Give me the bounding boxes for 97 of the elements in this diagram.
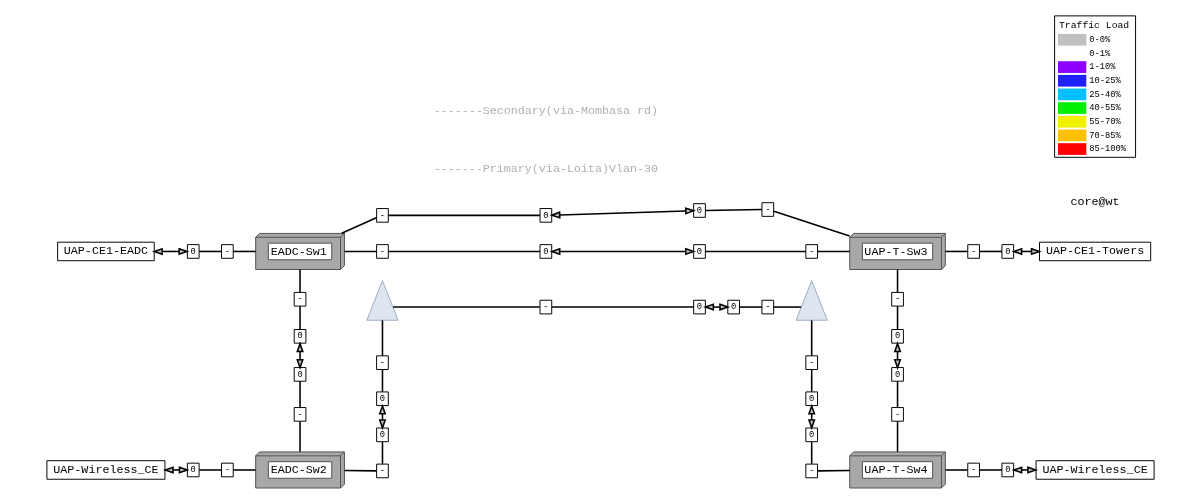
label: Traffic Load: [1058, 20, 1129, 32]
node-box: UAP-Wireless_CE: [45, 460, 165, 480]
node-box: 0: [375, 391, 389, 407]
arrow: [162, 466, 190, 474]
node-box: -: [539, 299, 552, 315]
connector: [381, 441, 383, 465]
connector: [197, 469, 222, 471]
legend-label: 55-70%: [1088, 116, 1121, 127]
node-box: 0: [186, 462, 200, 478]
connector: [340, 216, 377, 234]
node-box: -: [966, 244, 980, 259]
arrow: [1010, 466, 1038, 474]
node-box: -: [760, 202, 774, 217]
connector: [343, 469, 377, 472]
connector: [232, 250, 256, 253]
node-box: -: [804, 463, 818, 479]
node-box: UAP-CE1-EADC: [56, 241, 155, 262]
node-box: -: [890, 291, 904, 307]
connector: [387, 214, 541, 217]
node-box: -: [293, 291, 306, 307]
legend-label: 85-100%: [1088, 144, 1126, 155]
connector: [343, 250, 377, 253]
connector: [944, 469, 968, 471]
connector: [816, 469, 850, 472]
node-box: 0: [692, 203, 706, 218]
connector: [391, 306, 541, 308]
connector: [896, 420, 898, 453]
arrow: [549, 207, 696, 219]
legend-label: 70-85%: [1088, 130, 1121, 141]
connector: [816, 250, 850, 253]
arrow: [549, 247, 696, 256]
node-box: -: [293, 407, 306, 422]
node-box: 0: [890, 367, 904, 382]
legend-label: 40-55%: [1088, 103, 1121, 114]
node-box: 0: [186, 244, 200, 259]
arrow: [295, 341, 304, 370]
legend-label: 10-25%: [1088, 75, 1121, 86]
label: core@wt: [1070, 194, 1120, 209]
connector: [298, 380, 301, 409]
connector: [978, 250, 1003, 253]
legend-label: 1-10%: [1088, 62, 1116, 73]
legend-label: 25-40%: [1088, 89, 1121, 100]
node-box: -: [760, 299, 774, 315]
node-picture: [795, 280, 828, 321]
connector: [772, 306, 802, 308]
connector: [298, 305, 301, 331]
connector: [381, 369, 383, 393]
node-box: UAP-Wireless_CE: [1035, 460, 1155, 480]
legend-label: 0-1%: [1088, 48, 1110, 59]
node-box: -: [890, 407, 904, 422]
node-box: 0: [539, 208, 552, 223]
node-box: -: [375, 463, 389, 479]
connector: [704, 208, 763, 212]
connector: [232, 469, 256, 471]
connector: [978, 469, 1003, 471]
node-box: 0: [804, 427, 818, 443]
node-box: -: [375, 208, 389, 223]
label: -------Secondary(via-Mombasa rd): [433, 104, 658, 119]
node-box: 0: [293, 367, 306, 382]
connector: [197, 250, 222, 253]
node-box: 0: [692, 299, 706, 315]
connector: [896, 380, 898, 409]
connector: [896, 268, 898, 293]
node-box: 0: [293, 329, 306, 344]
node-box: -: [220, 244, 234, 259]
node-box: 0: [1000, 462, 1014, 478]
node-box: UAP-CE1-Towers: [1038, 241, 1151, 262]
connector: [550, 306, 694, 308]
connector: [387, 250, 541, 253]
node-box: 0: [890, 329, 904, 344]
node-box: 0: [375, 427, 389, 443]
legend-label: 0-0%: [1088, 34, 1110, 45]
connector: [896, 305, 898, 331]
connector: [704, 250, 806, 253]
node-box: -: [966, 462, 980, 478]
node-box: -: [375, 244, 389, 259]
connector: [298, 268, 301, 293]
connector: [772, 210, 850, 237]
connector: [298, 420, 301, 453]
connector: [738, 306, 763, 308]
connector: [810, 441, 812, 465]
connector: [944, 250, 968, 253]
node-box: -: [375, 355, 389, 370]
arrow: [702, 303, 730, 311]
node-box: 0: [692, 244, 706, 259]
node-box: -: [804, 355, 818, 370]
node-box: 0: [539, 244, 552, 259]
connector: [810, 319, 812, 357]
node-box: -: [220, 462, 234, 478]
node-picture: [365, 280, 399, 321]
node-box: -: [804, 244, 818, 259]
connector: [810, 369, 812, 393]
node-box: 0: [1000, 244, 1014, 259]
node-box: 0: [726, 299, 740, 315]
connector: [381, 319, 383, 357]
label: -------Primary(via-Loita)Vlan-30: [433, 161, 658, 176]
node-box: 0: [804, 391, 818, 407]
